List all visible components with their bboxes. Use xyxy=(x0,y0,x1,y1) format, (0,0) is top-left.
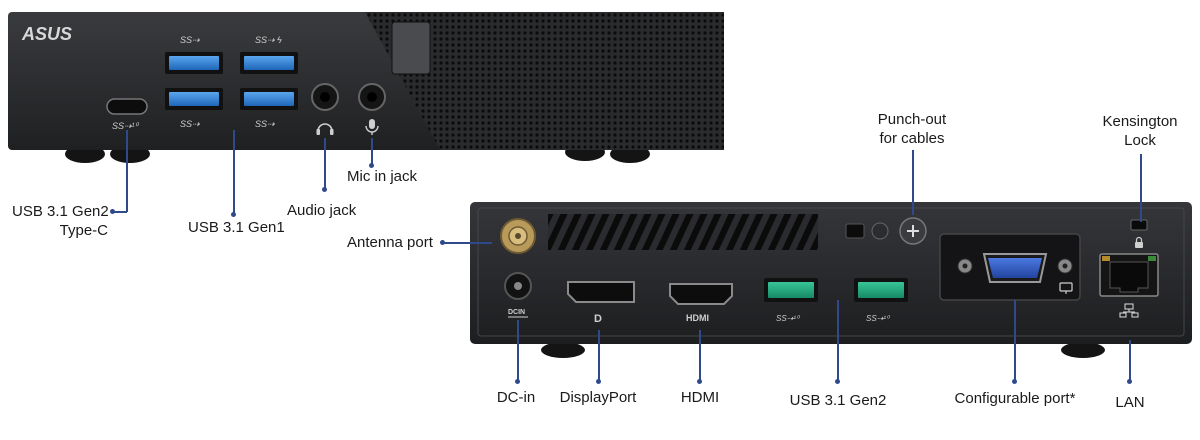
dc-in-icon: DCIN xyxy=(508,309,525,316)
label-punch-out-line1: Punch-out xyxy=(877,111,947,128)
displayport-port xyxy=(567,281,635,303)
dc-in-port xyxy=(504,272,532,300)
label-usb-typec-line1: USB 3.1 Gen2 xyxy=(12,203,109,220)
kensington-lock-slot xyxy=(1130,219,1148,231)
callout-dot-usb-gen2 xyxy=(835,379,840,384)
callout-line-lan xyxy=(1129,340,1131,382)
label-punch-out: Punch-out for cables xyxy=(862,110,962,148)
rear-foot-1 xyxy=(541,342,585,358)
label-usb-gen2: USB 3.1 Gen2 xyxy=(789,392,887,409)
network-icon xyxy=(1119,303,1139,318)
usb-icon-label: SS⇢ xyxy=(255,119,275,129)
vga-screw-left xyxy=(957,258,973,274)
punch-out-knob xyxy=(899,217,927,245)
usb-icon-label: SS⇢ xyxy=(180,119,200,129)
vga-screw-right xyxy=(1057,258,1073,274)
callout-line-configurable xyxy=(1014,300,1016,382)
usb-gen2-port xyxy=(854,278,908,302)
screw-icon xyxy=(871,222,889,240)
callout-dot-audio-jack xyxy=(322,187,327,192)
punch-out-slot xyxy=(845,223,865,239)
callout-line-displayport xyxy=(598,330,600,382)
label-audio-jack: Audio jack xyxy=(287,202,357,219)
lan-port xyxy=(1099,253,1159,297)
microphone-icon xyxy=(365,119,379,135)
callout-line-antenna xyxy=(442,242,492,244)
label-usb-typec-line2: Type-C xyxy=(59,222,108,239)
label-lan: LAN xyxy=(1115,394,1145,411)
callout-dot-lan xyxy=(1127,379,1132,384)
callout-line-hdmi xyxy=(699,330,701,382)
callout-dot-dc-in xyxy=(515,379,520,384)
displayport-icon: D xyxy=(594,313,602,325)
vga-port xyxy=(982,253,1048,283)
label-displayport: DisplayPort xyxy=(559,389,637,406)
label-kensington-line2: Lock xyxy=(1124,132,1156,149)
callout-dot-displayport xyxy=(596,379,601,384)
usb-gen2-icon-label: SS⇢¹⁰ xyxy=(866,314,891,323)
usb-a-port-front xyxy=(240,52,298,74)
usb-gen2-port xyxy=(764,278,818,302)
callout-line-usb-gen2 xyxy=(837,300,839,382)
label-dc-in: DC-in xyxy=(496,389,536,406)
usb-icon-label: SS⇢ xyxy=(180,35,200,45)
front-vent-area xyxy=(365,12,724,150)
label-kensington: Kensington Lock xyxy=(1090,112,1190,150)
callout-line-usb-typec xyxy=(112,211,127,213)
svg-text:D: D xyxy=(594,313,602,325)
usb-a-port-front xyxy=(165,52,223,74)
callout-line-usb-typec xyxy=(126,130,128,212)
power-button[interactable] xyxy=(391,21,431,75)
usb-c-icon-label: SS⇢¹⁰ xyxy=(112,121,140,131)
asus-logo: ASUS xyxy=(21,24,72,44)
antenna-port xyxy=(500,218,536,254)
callout-line-audio-jack xyxy=(324,138,326,190)
hdmi-icon-label: HDMI xyxy=(686,313,709,323)
audio-jack-port xyxy=(311,83,339,111)
label-hdmi: HDMI xyxy=(680,389,720,406)
usb-c-port-front xyxy=(106,98,148,115)
label-usb-gen1: USB 3.1 Gen1 xyxy=(188,219,285,236)
label-configurable: Configurable port* xyxy=(954,390,1076,407)
callout-line-usb-gen1 xyxy=(233,130,235,215)
callout-line-punch-out xyxy=(912,150,914,215)
callout-line-dc-in xyxy=(517,320,519,382)
callout-dot-mic-jack xyxy=(369,163,374,168)
callout-dot-hdmi xyxy=(697,379,702,384)
label-antenna: Antenna port xyxy=(347,234,433,251)
lock-icon xyxy=(1135,236,1143,248)
label-usb-typec: USB 3.1 Gen2 Type-C xyxy=(12,202,109,240)
callout-line-mic-jack xyxy=(371,138,373,166)
front-panel-photo: ASUS SS⇢ SS⇢ ϟ SS⇢ SS⇢ SS⇢¹⁰ xyxy=(8,12,724,163)
label-kensington-line1: Kensington xyxy=(1102,113,1178,130)
usb-icon-label: SS⇢ ϟ xyxy=(255,35,282,45)
hdmi-port xyxy=(669,283,733,305)
callout-dot-usb-typec xyxy=(110,209,115,214)
callout-dot-configurable xyxy=(1012,379,1017,384)
callout-dot-usb-gen1 xyxy=(231,212,236,217)
label-mic-jack: Mic in jack xyxy=(347,168,418,185)
rear-panel-photo: DCIN D HDMI SS⇢¹⁰ SS⇢¹⁰ xyxy=(470,202,1192,358)
label-punch-out-line2: for cables xyxy=(879,130,945,147)
usb-a-port-front xyxy=(165,88,223,110)
callout-dot-antenna xyxy=(440,240,445,245)
rear-foot-2 xyxy=(1061,342,1105,358)
mic-jack-port xyxy=(358,83,386,111)
headphone-icon xyxy=(316,123,334,135)
monitor-icon xyxy=(1059,282,1073,294)
rear-vent-slots xyxy=(548,214,818,250)
usb-gen2-icon-label: SS⇢¹⁰ xyxy=(776,314,801,323)
callout-line-kensington xyxy=(1140,154,1142,222)
usb-a-port-front xyxy=(240,88,298,110)
